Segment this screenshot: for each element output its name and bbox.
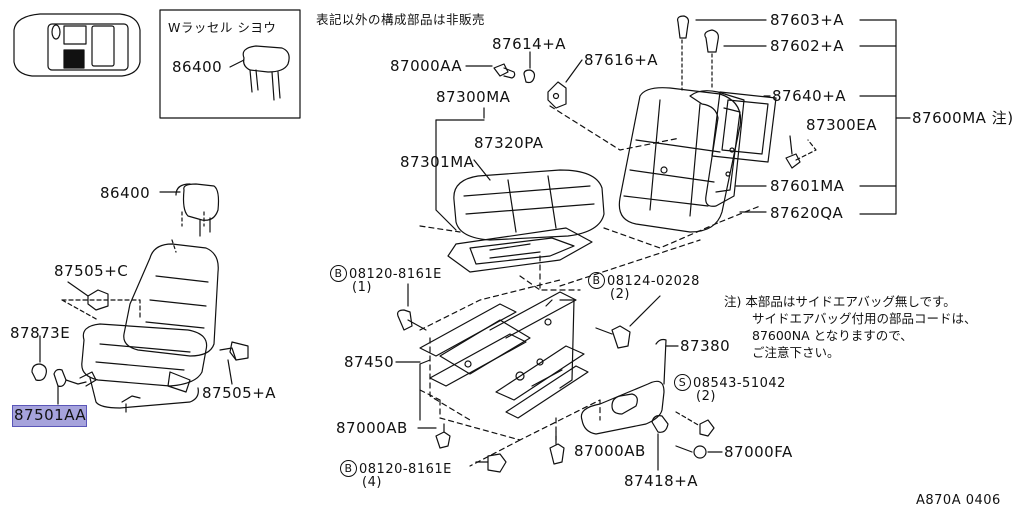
screw-87000fa-icon bbox=[675, 445, 707, 459]
part-87616a[interactable]: 87616+A bbox=[584, 51, 659, 69]
s-marker: S bbox=[674, 374, 691, 391]
knob-icon bbox=[31, 363, 47, 381]
part-87300ea[interactable]: 87300EA bbox=[806, 116, 877, 134]
bolt-87300ea-icon bbox=[785, 153, 801, 169]
part-86400[interactable]: 86400 bbox=[100, 184, 151, 202]
bolt-08120-1-icon bbox=[397, 309, 427, 331]
seat-back-icon bbox=[618, 87, 742, 233]
part-87000aa[interactable]: 87000AA bbox=[390, 57, 463, 75]
bolt-code: 08120-8161E bbox=[349, 267, 442, 282]
header-note: 表記以外の構成部品は非販売 bbox=[316, 12, 486, 27]
footer-code: A870A 0406 bbox=[916, 493, 1001, 508]
seat-trim-c-icon bbox=[87, 289, 109, 311]
clip-87614a-icon bbox=[523, 69, 536, 84]
inset-part-number[interactable]: 86400 bbox=[172, 58, 223, 76]
part-87000ab-right[interactable]: 87000AB bbox=[574, 442, 646, 460]
bolt-code: 08120-8161E bbox=[359, 462, 452, 477]
seat-cushion-icon bbox=[453, 169, 605, 241]
bolt-87000ab-l-icon bbox=[435, 423, 451, 449]
bolt-08124-icon bbox=[595, 325, 631, 349]
part-87505c[interactable]: 87505+C bbox=[54, 262, 129, 280]
b-marker: B bbox=[330, 265, 347, 282]
part-87301ma[interactable]: 87301MA bbox=[400, 153, 475, 171]
bolt-08124-qty: (2) bbox=[610, 287, 630, 302]
part-87873e[interactable]: 87873E bbox=[10, 324, 71, 342]
part-87450[interactable]: 87450 bbox=[344, 353, 395, 371]
knob-87418a-icon bbox=[651, 415, 669, 433]
inset-headrest-icon bbox=[242, 45, 290, 101]
note-line-4: ご注意下さい。 bbox=[752, 345, 840, 360]
note-line-1: 注) 本部品はサイドエアバッグ無しです。 bbox=[724, 294, 956, 309]
part-87505a[interactable]: 87505+A bbox=[202, 384, 277, 402]
car-locator-icon bbox=[13, 13, 141, 77]
part-87603a[interactable]: 87603+A bbox=[770, 11, 845, 29]
hook-87603a-icon bbox=[677, 15, 690, 39]
part-87000ab-left[interactable]: 87000AB bbox=[336, 419, 408, 437]
part-87320pa[interactable]: 87320PA bbox=[474, 134, 544, 152]
bolt-08120-4-qty: (4) bbox=[362, 475, 382, 490]
part-87601ma[interactable]: 87601MA bbox=[770, 177, 845, 195]
bolt-08543-icon bbox=[699, 419, 715, 437]
bolt-08120-4-icon bbox=[475, 453, 507, 473]
hook-87602a-icon bbox=[704, 29, 719, 53]
part-87614a[interactable]: 87614+A bbox=[492, 35, 567, 53]
bolt-code: 08124-02028 bbox=[607, 274, 700, 289]
cushion-pad-icon bbox=[447, 227, 593, 273]
part-87600ma[interactable]: 87600MA 注) bbox=[912, 109, 1014, 127]
b-marker: B bbox=[340, 460, 357, 477]
bolt-08543-qty: (2) bbox=[696, 389, 716, 404]
headrest-icon bbox=[175, 183, 191, 196]
bolt-08120-1-qty: (1) bbox=[352, 280, 372, 295]
side-cover-icon bbox=[580, 338, 667, 435]
bolt-code: 08543-51042 bbox=[693, 376, 786, 391]
bolt-87000ab-r-icon bbox=[549, 431, 565, 465]
part-87380[interactable]: 87380 bbox=[680, 337, 731, 355]
seat-rails-icon bbox=[419, 291, 589, 419]
seat-assembly-icon bbox=[81, 183, 220, 409]
part-87602a[interactable]: 87602+A bbox=[770, 37, 845, 55]
part-87620qa[interactable]: 87620QA bbox=[770, 204, 844, 222]
bracket-87616a-icon bbox=[547, 81, 567, 109]
back-board-icon bbox=[711, 91, 777, 163]
seat-trim-a-icon bbox=[219, 341, 249, 361]
part-87300ma[interactable]: 87300MA bbox=[436, 88, 511, 106]
selected-part-highlight[interactable] bbox=[12, 405, 87, 427]
part-87418a[interactable]: 87418+A bbox=[624, 472, 699, 490]
lever-icon bbox=[53, 368, 97, 387]
note-line-2: サイドエアバッグ付用の部品コードは、 bbox=[752, 311, 977, 326]
bolt-87000aa-icon bbox=[493, 63, 516, 79]
note-line-3: 87600NA となりますので、 bbox=[752, 328, 913, 343]
part-87501aa[interactable]: 87501AA bbox=[14, 406, 87, 424]
b-marker: B bbox=[588, 272, 605, 289]
inset-box bbox=[159, 9, 301, 119]
part-87640a[interactable]: 87640+A bbox=[772, 87, 847, 105]
part-87000fa[interactable]: 87000FA bbox=[724, 443, 793, 461]
inset-title: Wラッセル シヨウ bbox=[168, 20, 277, 35]
